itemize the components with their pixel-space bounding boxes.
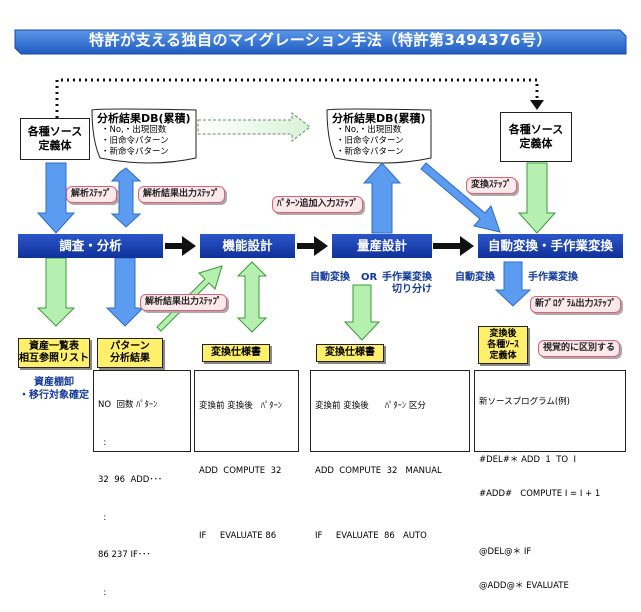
pattern-table-row: 86 237 IF･･･ [98,550,151,560]
green-arrow-right-source [517,162,557,234]
mass-or-label: OR [361,272,378,283]
pattern-table-row: NO 回数 ﾊﾟﾀｰﾝ [98,400,158,410]
new-program-output-step-label: 新ﾌﾟﾛｸﾞﾗﾑ出力ｽﾃｯﾌﾟ [530,296,622,313]
asset-note: 資産棚卸 ・移行対象確定 [14,376,94,402]
mass-manual-label: 手作業変換 [382,272,432,283]
green-arrow-spec2 [343,284,381,341]
pattern-table-row: : [98,587,107,598]
source-def-box-right: 各種ソース 定義体 [500,112,572,162]
db-left-item: ・旧命令パターン [101,136,169,146]
mass-auto-label: 自動変換 [310,272,350,283]
asset-note-line2: ・移行対象確定 [19,390,89,401]
new-source-row: #ADD# COMPUTE I = I + 1 [479,489,601,499]
db-left-shape [91,108,197,164]
new-source-row: #DEL#＊ ADD 1 TO I [479,454,577,465]
asset-box-line1: 資産一覧表 [29,341,79,352]
blue-arrow-converted [494,261,532,307]
blue-arrow-analysis [36,162,76,234]
db-left-item: ・新命令パターン [101,147,169,157]
converted-box-line1: 変換後 [489,328,517,339]
pattern-box-line1: パターン [110,341,150,352]
converted-box-line2: 各種ｿｰｽ [487,339,519,350]
pattern-table-row: : [98,437,107,448]
pattern-table: NO 回数 ﾊﾟﾀｰﾝ : 32 96 ADD･･･ : 86 237 IF･･… [93,370,191,598]
analysis-step-label: 解析ｽﾃｯﾌﾟ [66,186,117,203]
spec-table-1-row: ADD COMPUTE 32 [199,466,282,476]
conv-manual-label: 手作業変換 [528,272,578,283]
db-right-item: ・旧命令パターン [336,136,404,146]
asset-note-line1: 資産棚卸 [34,377,74,388]
blue-arrow-pattern [105,257,145,327]
phase-arrow-1 [165,236,196,256]
phase-survey-analysis: 調査・分析 [18,234,163,258]
double-arrow-db-phase [110,167,142,228]
db-transfer-arrow [197,111,311,143]
title-bar [14,29,627,55]
db-left: 分析結果DB(累積) ・No,・出現回数 ・旧命令パターン ・新命令パターン [97,112,197,158]
spec-table-2-row: ADD COMPUTE 32 MANUAL [315,466,442,476]
db-right-shape [326,108,432,164]
result-output-step-label-1: 解析結果出力ｽﾃｯﾌﾟ [138,186,225,203]
feedback-loop-arrowhead [530,100,544,110]
db-right: 分析結果DB(累積) ・No,・出現回数 ・旧命令パターン ・新命令パターン [332,112,432,158]
mass-split-label: 切り分け [392,284,432,295]
result-output-step-label-2: 解析結果出力ｽﾃｯﾌﾟ [140,294,227,311]
page-title: 特許が支える独自のマイグレーション手法（特許第3494376号） [88,31,552,49]
phase-functional-design: 機能設計 [200,234,295,258]
new-source-row: 新ソースプログラム(例) [479,397,570,407]
green-double-arrow-spec1 [236,261,268,333]
green-arrow-asset [36,257,76,327]
spec-table-1-row: IF EVALUATE 86 [199,531,277,541]
db-left-title: 分析結果DB(累積) [97,112,191,125]
phase-mass-design: 量産設計 [332,234,432,258]
spec-box-2: 変換仕様書 [316,344,384,362]
pattern-table-row: : [98,512,107,523]
source-def-left-line1: 各種ソース [27,125,83,138]
spec-box-1: 変換仕様書 [202,344,270,362]
diagram-stage: 特許が支える独自のマイグレーション手法（特許第3494376号） 各種ソース 定… [14,29,627,598]
source-def-right-line2: 定義体 [519,137,553,150]
pattern-box-line2: 分析結果 [110,353,150,364]
pattern-add-step-label: ﾊﾟﾀｰﾝ追加入力ｽﾃｯﾌﾟ [272,196,364,213]
feedback-loop-dotted [55,78,539,118]
source-def-right-line1: 各種ソース [508,123,564,136]
new-source-row: @DEL@＊ IF [479,546,532,557]
new-source-table: 新ソースプログラム(例) #DEL#＊ ADD 1 TO I #ADD# COM… [474,370,626,591]
db-left-item: ・No,・出現回数 [101,125,167,135]
new-source-row: @ADD@＊ EVALUATE [479,581,569,591]
db-right-item: ・新命令パターン [336,147,404,157]
spec-table-2-row: IF EVALUATE 86 AUTO [315,531,427,541]
conversion-step-label: 変換ｽﾃｯﾌﾟ [466,177,517,194]
source-def-box-left: 各種ソース 定義体 [20,118,90,160]
visual-distinct-note: 視覚的に区別する [538,340,621,357]
source-def-left-line2: 定義体 [38,139,72,152]
phase-arrow-3 [433,236,474,256]
spec-table-2-row: 変換前 変換後 ﾊﾟﾀｰﾝ 区分 [315,401,426,411]
spec-table-2: 変換前 変換後 ﾊﾟﾀｰﾝ 区分 ADD COMPUTE 32 MANUAL I… [310,370,470,541]
phase-arrow-2 [297,236,328,256]
blue-arrow-up-db [362,162,402,234]
conv-auto-label: 自動変換 [455,272,495,283]
asset-box-line2: 相互参照リスト [19,353,89,364]
blue-diagonal-arrow [420,162,501,233]
converted-box-line3: 定義体 [489,350,517,361]
spec-table-1-row: 変換前 変換後 ﾊﾟﾀｰﾝ [199,401,283,411]
asset-list-box: 資産一覧表 相互参照リスト [18,338,90,368]
converted-source-box: 変換後 各種ｿｰｽ 定義体 [478,326,528,364]
phase-conversion: 自動変換・手作業変換 [478,234,623,258]
pattern-table-row: 32 96 ADD･･･ [98,475,163,485]
diagram-canvas [14,29,627,341]
pattern-result-box: パターン 分析結果 [97,338,163,368]
db-right-item: ・No,・出現回数 [336,125,402,135]
db-right-title: 分析結果DB(累積) [332,112,426,125]
spec-table-1: 変換前 変換後 ﾊﾟﾀｰﾝ ADD COMPUTE 32 IF EVALUATE… [194,370,299,541]
